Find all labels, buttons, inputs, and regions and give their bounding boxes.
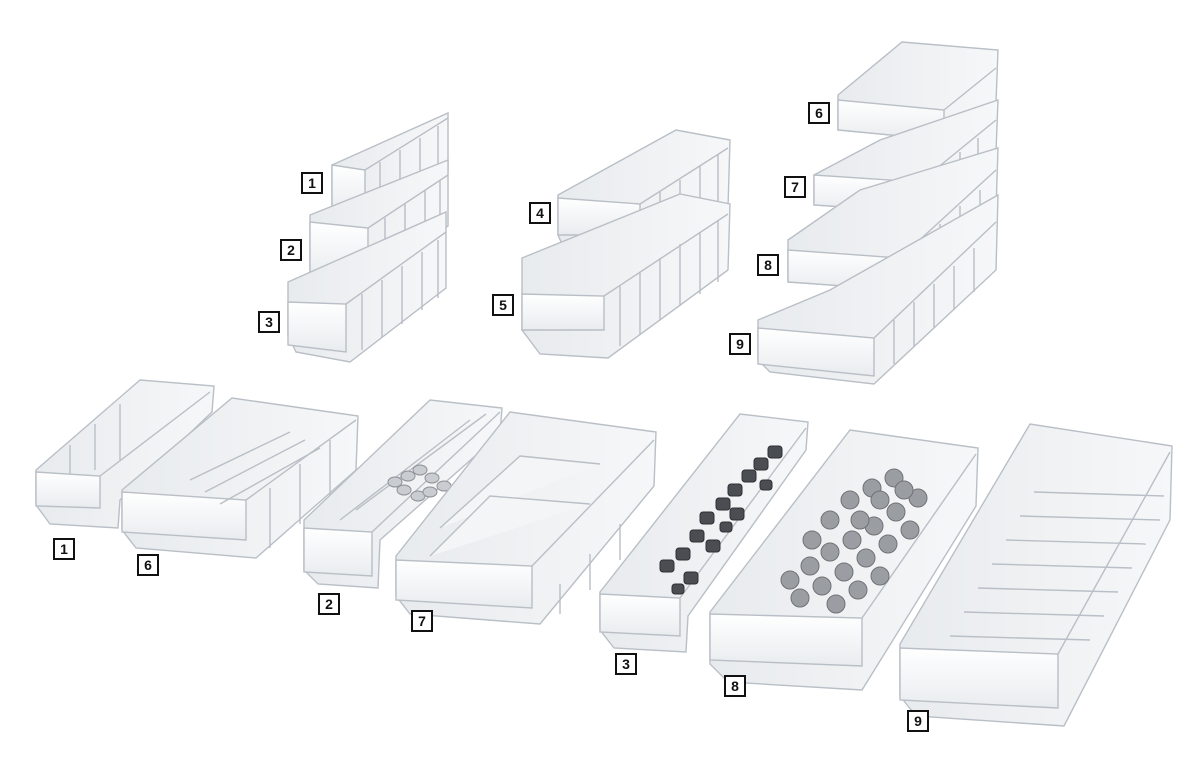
label-top-8: 8 bbox=[757, 254, 779, 276]
label-bottom-3: 3 bbox=[615, 653, 637, 675]
label-top-9: 9 bbox=[729, 333, 751, 355]
stack-small-bins bbox=[287, 111, 449, 363]
screws bbox=[387, 464, 452, 502]
label-top-7: 7 bbox=[784, 176, 806, 198]
label-bottom-9: 9 bbox=[907, 710, 929, 732]
grey-caps bbox=[780, 468, 928, 614]
bin-bottom-7 bbox=[395, 411, 657, 625]
label-bottom-6: 6 bbox=[137, 554, 159, 576]
bin-bottom-1 bbox=[35, 379, 215, 529]
label-bottom-2: 2 bbox=[318, 593, 340, 615]
label-bottom-8: 8 bbox=[724, 675, 746, 697]
stack-large-bins bbox=[757, 41, 999, 385]
label-top-3: 3 bbox=[258, 311, 280, 333]
bin-top-9 bbox=[757, 193, 999, 385]
label-bottom-1: 1 bbox=[53, 538, 75, 560]
label-top-1: 1 bbox=[301, 172, 323, 194]
bin-bottom-6 bbox=[121, 397, 359, 559]
bottom-bins bbox=[35, 379, 1173, 727]
stack-medium-bins bbox=[521, 129, 731, 359]
dark-parts bbox=[659, 445, 783, 595]
label-top-2: 2 bbox=[280, 239, 302, 261]
bin-bottom-9 bbox=[899, 423, 1173, 727]
bin-top-5 bbox=[521, 193, 731, 359]
label-top-6: 6 bbox=[808, 102, 830, 124]
label-top-4: 4 bbox=[529, 202, 551, 224]
bin-top-1 bbox=[331, 111, 449, 213]
bin-top-3 bbox=[287, 210, 447, 363]
label-bottom-7: 7 bbox=[411, 610, 433, 632]
label-top-5: 5 bbox=[492, 294, 514, 316]
